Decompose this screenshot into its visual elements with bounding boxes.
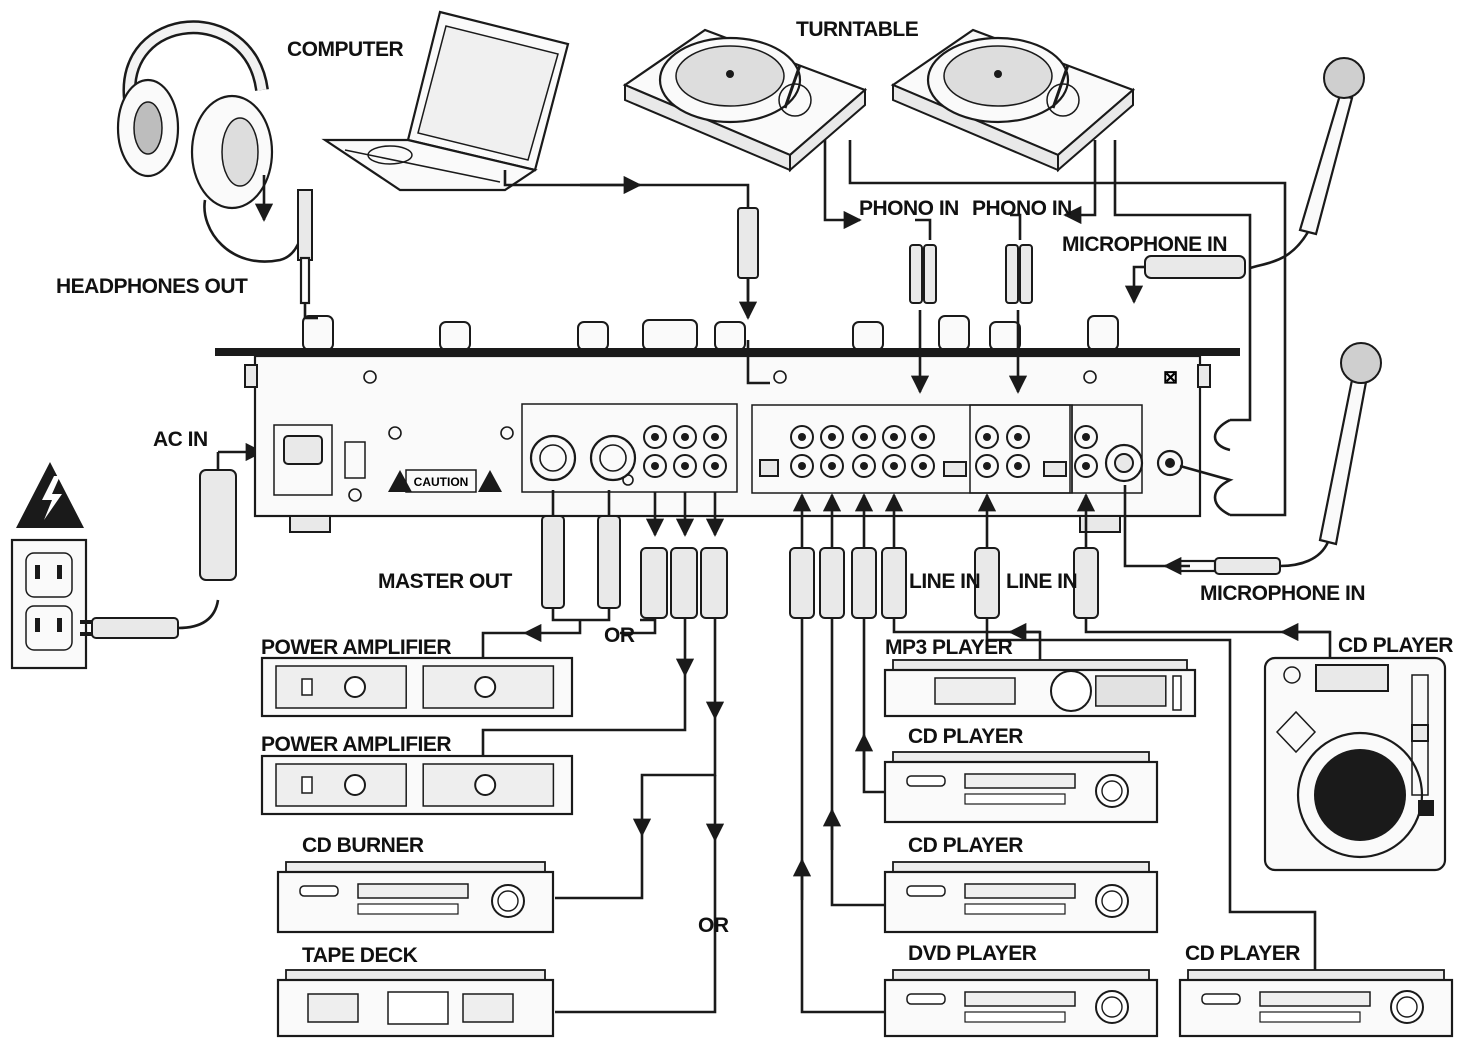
weee-mark-icon: ⊠ [1163,367,1178,387]
cable-connections [305,140,1332,1014]
label-power-amplifier-2: POWER AMPLIFIER [261,733,451,756]
headphones-icon [116,20,307,263]
rca-jack-icon [643,425,667,449]
rca-jack-icon [975,425,999,449]
label-or-1: OR [604,624,635,647]
rca-jack-icon [852,425,876,449]
rca-jack-icon [673,454,697,478]
rca-jack-icon [790,454,814,478]
rca-jack-icon [643,454,667,478]
cd-player-1-icon [883,751,1159,824]
label-cd-player-3: CD PLAYER [1338,634,1453,657]
rca-jack-icon [1006,425,1030,449]
rca-jack-icon [790,425,814,449]
turntable-right-icon [890,28,1136,173]
label-ac-in: AC IN [153,428,208,451]
rca-jack-icon [1074,454,1098,478]
caution-text: CAUTION [414,475,469,489]
rca-jack-icon [882,425,906,449]
rca-jack-icon [820,425,844,449]
power-amplifier-1-icon [260,656,574,718]
cd-player-large-icon [1263,656,1447,872]
microphone-bottom-icon [1279,342,1382,568]
label-turntable: TURNTABLE [796,18,919,41]
diagram-labels: COMPUTER TURNTABLE HEADPHONES OUT PHONO … [56,18,1454,967]
rca-jack-icon [911,454,935,478]
label-cd-player-1: CD PLAYER [908,725,1023,748]
label-phono-in-1: PHONO IN [859,197,959,220]
tape-deck-icon [276,969,555,1038]
rca-jack-icon [975,454,999,478]
wall-outlet-icon [10,538,88,670]
rca-jack-icon [852,454,876,478]
rca-jack-icon [1006,454,1030,478]
label-phono-in-2: PHONO IN [972,197,1072,220]
label-microphone-in-top: MICROPHONE IN [1062,233,1227,256]
label-master-out: MASTER OUT [378,570,513,593]
laptop-computer-icon [321,10,570,192]
power-cable-icon [80,442,264,639]
headphone-plug-icon [297,189,313,318]
label-mp3-player: MP3 PLAYER [885,636,1013,659]
rca-jack-icon [703,425,727,449]
mixer-rear-panel: CAUTION ⊠ [215,315,1240,533]
jack-plug-icon [1178,557,1281,575]
label-cd-player-4: CD PLAYER [1185,942,1300,965]
turntable-left-icon [622,28,868,173]
label-headphones-out: HEADPHONES OUT [56,275,248,298]
rca-jack-icon [882,454,906,478]
label-computer: COMPUTER [287,38,404,61]
label-dvd-player: DVD PLAYER [908,942,1037,965]
label-power-amplifier-1: POWER AMPLIFIER [261,636,451,659]
label-microphone-in-bottom: MICROPHONE IN [1200,582,1365,605]
rca-jack-icon [673,425,697,449]
label-tape-deck: TAPE DECK [302,944,418,967]
high-voltage-warning-icon [16,462,84,528]
cd-player-4-icon [1178,969,1454,1038]
rca-jack-icon [703,454,727,478]
cd-player-2-icon [883,861,1159,934]
label-line-in-2: LINE IN [1006,570,1077,593]
label-cd-burner: CD BURNER [302,834,424,857]
label-or-2: OR [698,914,729,937]
power-amplifier-2-icon [260,754,574,816]
label-cd-player-2: CD PLAYER [908,834,1023,857]
dvd-player-icon [883,969,1159,1038]
rca-jack-icon [911,425,935,449]
rca-jack-icon [1074,425,1098,449]
cd-burner-icon [276,861,555,934]
microphone-top-icon [1249,57,1365,270]
xlr-plug-icon [1140,255,1246,279]
mp3-player-icon [883,659,1197,718]
label-line-in-1: LINE IN [909,570,980,593]
rca-jack-icon [820,454,844,478]
